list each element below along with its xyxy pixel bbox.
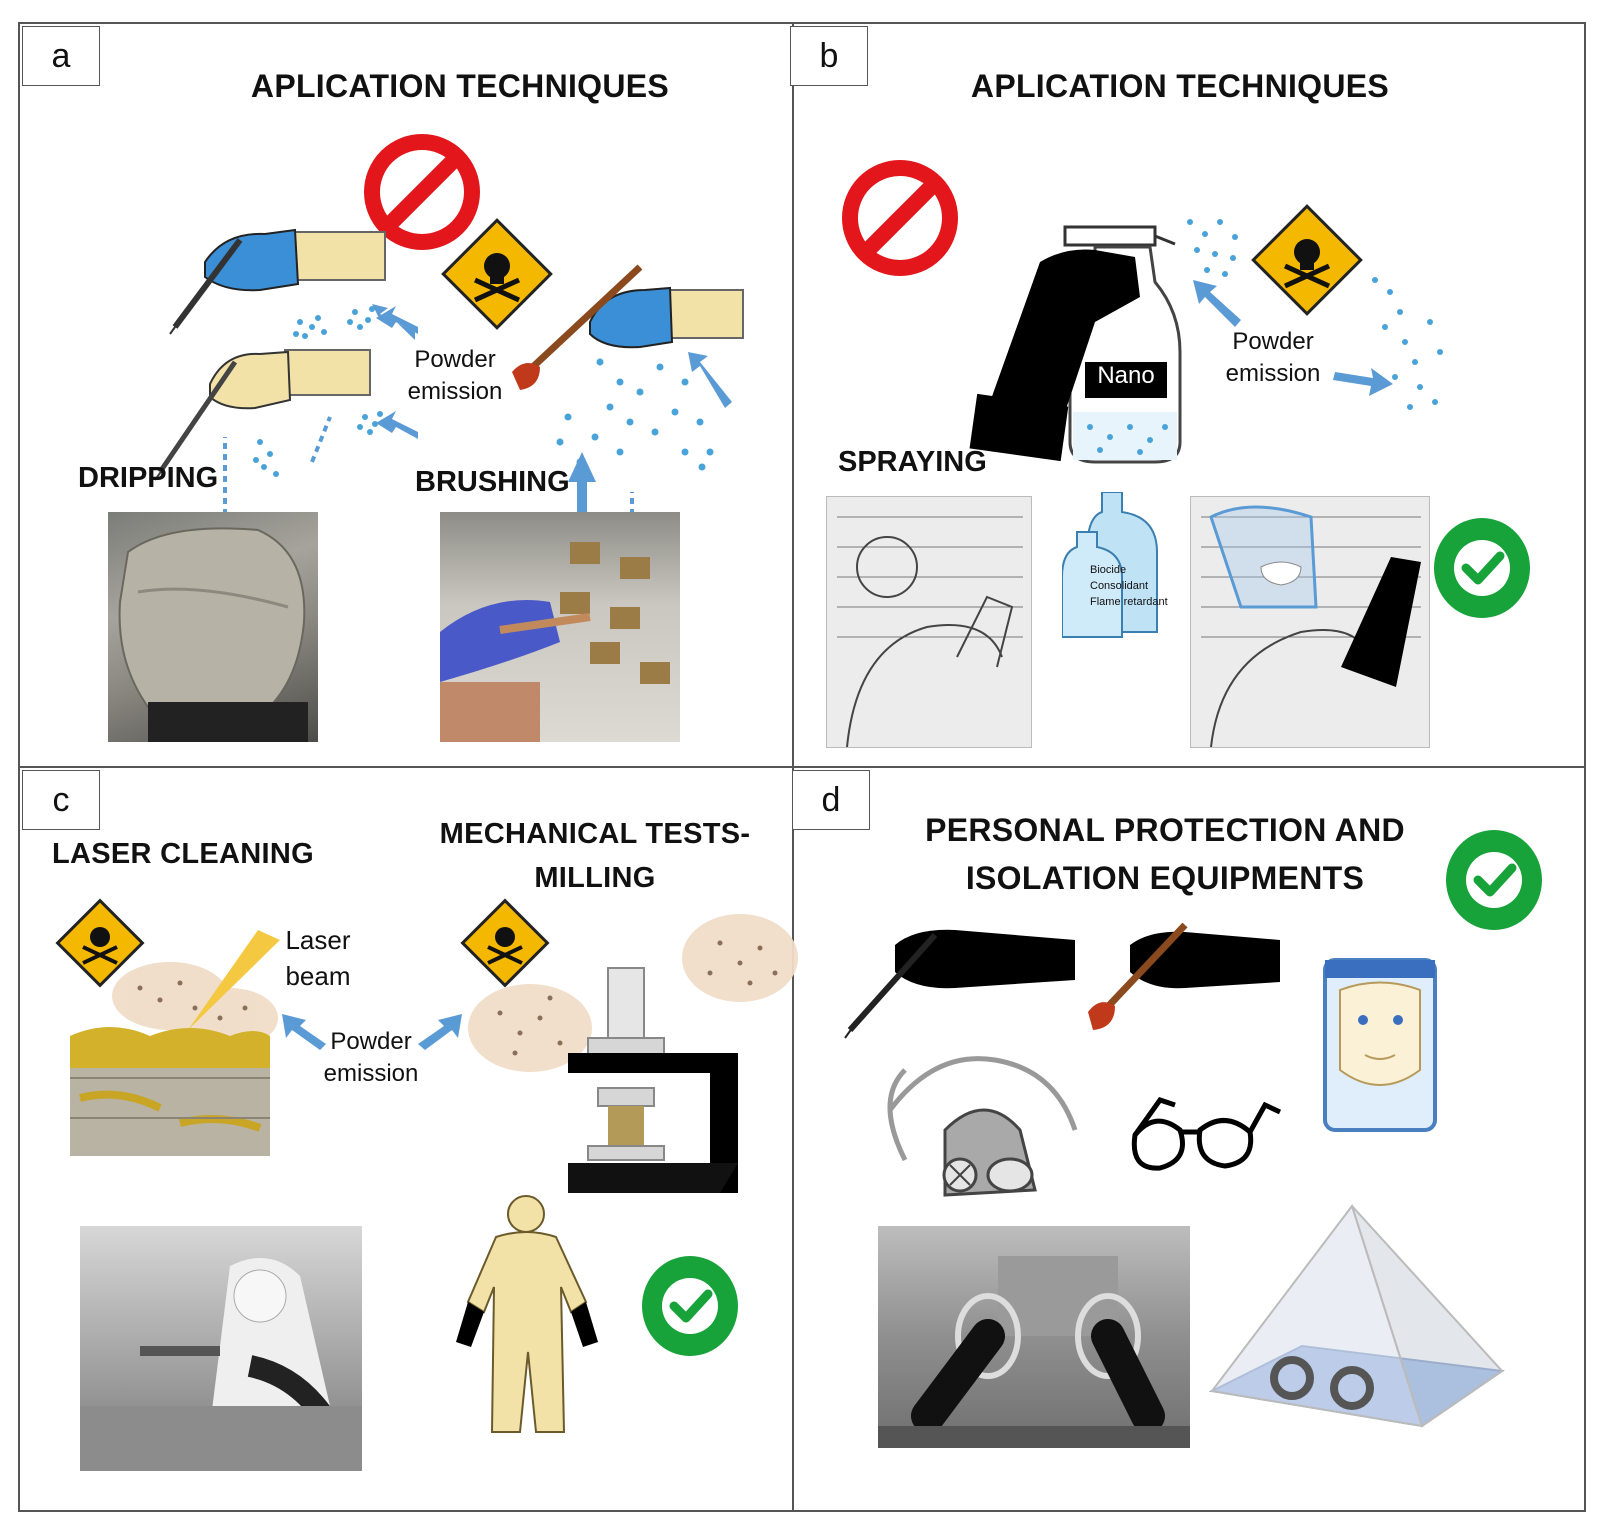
laser-beam-icon — [188, 930, 280, 1030]
powder-line-2: emission — [323, 1060, 419, 1087]
brushing-samples-photo — [440, 512, 680, 742]
horizontal-divider — [18, 766, 1586, 768]
approved-check-icon — [642, 1256, 738, 1356]
gloved-hand-brush-icon — [512, 264, 744, 390]
emission-arrows — [282, 1014, 462, 1050]
laser-line-2: beam — [285, 961, 351, 991]
toxic-hazard-icon — [441, 218, 553, 330]
milling-machine-icon — [568, 967, 738, 1193]
particle-clusters — [253, 306, 714, 477]
chemical-containers-icon: Biocide Consolidant Flame retardant — [1062, 492, 1182, 642]
panel-b-title: APLICATION TECHNIQUES — [970, 68, 1390, 104]
mechanical-title-line-2: MILLING — [534, 862, 656, 894]
worker-without-ppe-sketch — [826, 496, 1032, 748]
black-glove-syringe-icon — [844, 929, 1075, 1039]
panel-d-title-line-1: PERSONAL PROTECTION AND — [925, 812, 1405, 848]
container-label-consolidant: Consolidant — [1090, 580, 1149, 592]
black-arm-icon — [969, 249, 1140, 462]
isolation-tent-icon — [1208, 1203, 1505, 1428]
glovebox-photo — [878, 1226, 1190, 1448]
panel-c-illustration — [55, 898, 798, 1193]
powder-line-1: Powder — [330, 1028, 412, 1055]
toxic-hazard-icon-2 — [460, 898, 550, 988]
spraying-label: SPRAYING — [838, 446, 987, 478]
panel-d-illustration — [844, 922, 1437, 1197]
container-label-biocide: Biocide — [1090, 564, 1127, 576]
dripping-label: DRIPPING — [78, 462, 219, 494]
worker-with-ppe-sketch — [1190, 496, 1430, 748]
powder-line-2: emission — [407, 378, 503, 405]
gloved-hand-syringe-icon — [169, 228, 386, 335]
prohibited-icon — [842, 160, 958, 276]
panel-a-powder-emission: Powder emission — [400, 344, 510, 408]
mechanical-title-line-1: MECHANICAL TESTS- — [439, 818, 751, 850]
panel-d-tag: d — [792, 770, 870, 830]
toxic-hazard-icon — [1251, 204, 1363, 316]
panel-b-powder-emission: Powder emission — [1218, 326, 1328, 390]
panel-d-title: PERSONAL PROTECTION AND ISOLATION EQUIPM… — [915, 806, 1415, 902]
laser-line-1: Laser — [285, 925, 351, 955]
panel-a-illustration — [154, 134, 744, 539]
nano-bottle-label: Nano — [1097, 362, 1155, 389]
safety-glasses-icon — [1131, 1097, 1282, 1171]
panel-d-title-line-2: ISOLATION EQUIPMENTS — [965, 860, 1365, 896]
laser-cleaning-title: LASER CLEANING — [52, 838, 314, 870]
laser-operator-photo — [80, 1226, 362, 1471]
brushing-label: BRUSHING — [415, 466, 570, 498]
panel-a-title: APLICATION TECHNIQUES — [250, 68, 670, 104]
mossy-stone-block — [70, 1027, 270, 1156]
container-label-flame-retardant: Flame retardant — [1090, 596, 1168, 608]
approved-check-icon — [1446, 830, 1542, 930]
panel-a-tag: a — [22, 26, 100, 86]
emission-arrows — [372, 304, 732, 539]
panel-b-tag: b — [790, 26, 868, 86]
panel-c-tag: c — [22, 770, 100, 830]
laser-beam-label: Laser beam — [278, 922, 358, 994]
panel-b-illustration — [842, 160, 1443, 464]
face-shield-icon — [1323, 958, 1437, 1132]
powder-line-2: emission — [1225, 360, 1321, 387]
stone-block-photo — [108, 512, 318, 742]
toxic-hazard-icon — [55, 898, 145, 988]
respirator-mask-icon — [887, 1056, 1078, 1197]
mechanical-tests-title: MECHANICAL TESTS- MILLING — [430, 812, 760, 900]
dust-particles — [137, 940, 778, 1056]
powder-line-1: Powder — [1232, 328, 1314, 355]
protective-suit-icon — [456, 1195, 598, 1433]
emission-arrows — [1193, 280, 1393, 396]
spray-particles — [1187, 219, 1443, 410]
prohibited-icon — [364, 134, 480, 250]
spray-bottle-icon — [1063, 225, 1182, 464]
approved-check-icon — [1434, 518, 1530, 618]
powder-line-1: Powder — [414, 346, 496, 373]
bare-hand-syringe-icon — [154, 349, 371, 481]
panel-c-powder-emission: Powder emission — [316, 1026, 426, 1090]
black-glove-brush-icon — [1088, 922, 1280, 1030]
